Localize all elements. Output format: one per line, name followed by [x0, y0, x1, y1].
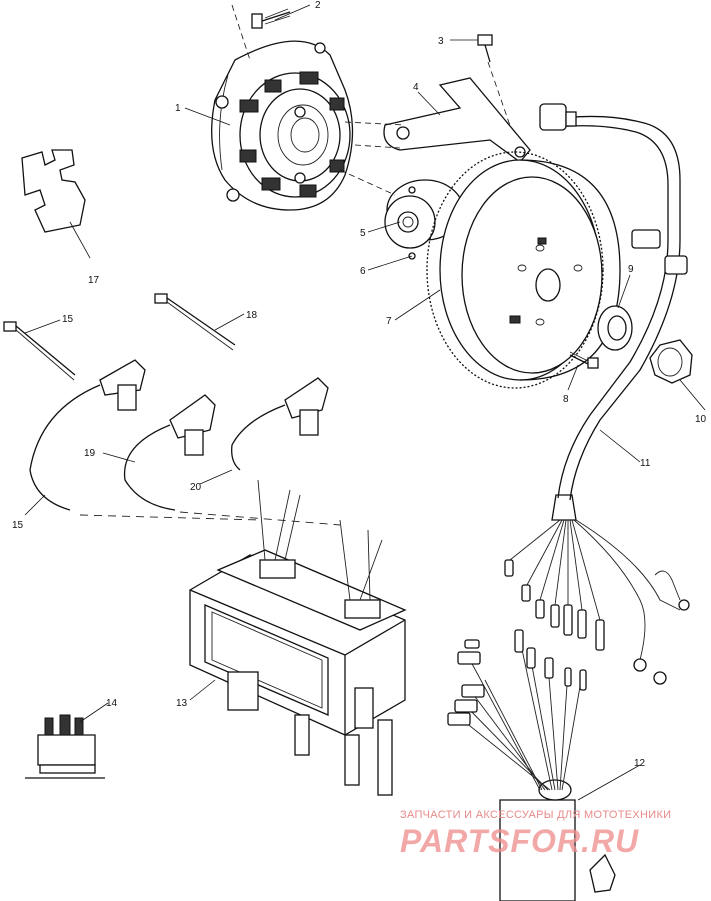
callout-7: 7	[386, 316, 392, 327]
wire-clip	[21, 149, 86, 233]
callout-13: 13	[176, 698, 188, 709]
callout-19: 19	[84, 448, 96, 459]
callout-leaders	[24, 4, 706, 801]
flywheel	[426, 151, 621, 389]
watermark-caption: ЗАПЧАСТИ И АКСЕССУАРЫ ДЛЯ МОТОТЕХНИКИ	[400, 809, 671, 821]
callout-11: 11	[640, 458, 651, 469]
callout-9: 9	[628, 264, 634, 275]
stator-assembly	[211, 40, 354, 211]
watermark-logo: PARTSFOR.RU	[400, 823, 639, 859]
flywheel-nut	[649, 339, 693, 384]
callout-14: 14	[106, 698, 118, 709]
callout-2: 2	[315, 0, 321, 11]
callout-5: 5	[360, 228, 366, 239]
callout-6: 6	[360, 266, 366, 277]
spark-plug-wires	[29, 359, 341, 526]
starter-solenoid	[25, 714, 105, 779]
watermark: ЗАПЧАСТИ И АКСЕССУАРЫ ДЛЯ МОТОТЕХНИКИ PA…	[400, 809, 671, 859]
callout-15a: 15	[62, 314, 74, 325]
flywheel-washer	[597, 305, 633, 351]
wiring-harness	[504, 103, 690, 685]
flywheel-bolt	[569, 351, 599, 369]
callout-12: 12	[634, 758, 646, 769]
callout-15b: 15	[12, 520, 24, 531]
callout-8: 8	[563, 394, 569, 405]
cdi-module	[189, 479, 407, 796]
callout-1: 1	[175, 103, 181, 114]
callout-4: 4	[413, 82, 419, 93]
callout-labels: 1 2 3 4 5 6 7 8 9 10 11 12 13 14 15 15 1…	[12, 0, 707, 769]
stator-screw	[231, 4, 291, 61]
mounting-bolts	[3, 293, 236, 381]
callout-17: 17	[88, 275, 100, 286]
main-wire-harness	[447, 629, 616, 901]
callout-20: 20	[190, 482, 202, 493]
flywheel-hub	[339, 169, 464, 260]
callout-3: 3	[438, 36, 444, 47]
wire-bracket	[344, 77, 531, 163]
callout-10: 10	[695, 414, 707, 425]
callout-18: 18	[246, 310, 258, 321]
